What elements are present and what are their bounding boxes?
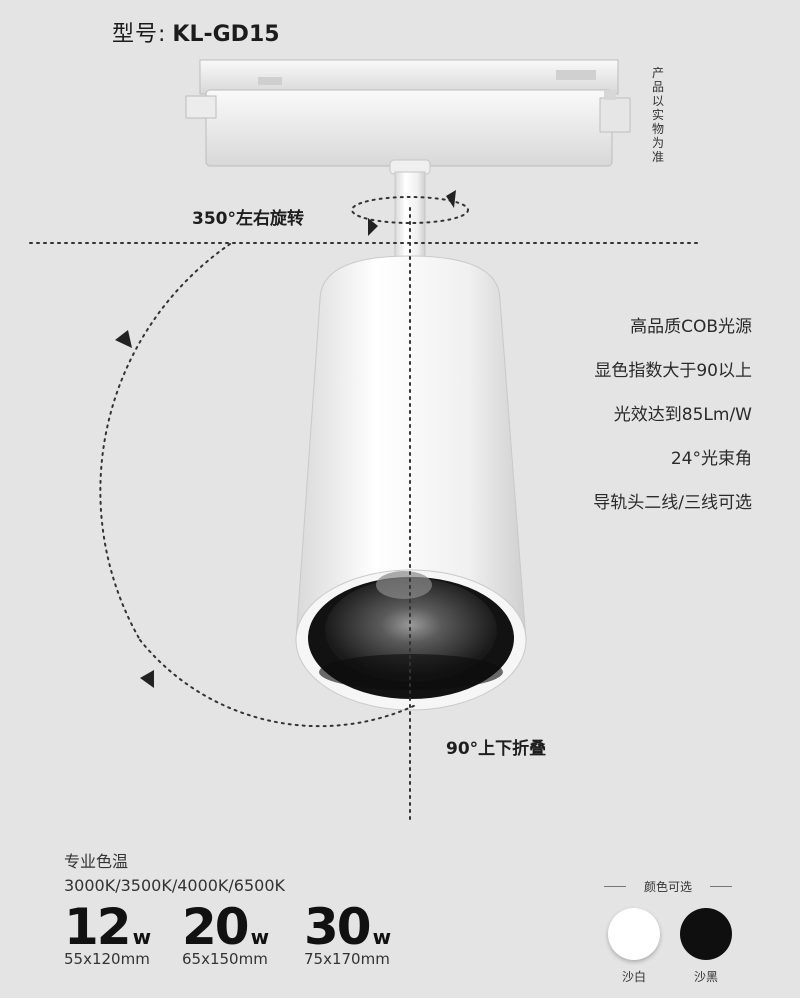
finish-title: 颜色可选 (604, 878, 732, 895)
rotation-callout: 350°左右旋转 (192, 209, 304, 229)
feature-list: 高品质COB光源 显色指数大于90以上 光效达到85Lm/W 24°光束角 导轨… (593, 312, 752, 532)
power-size: 55x120mm (64, 950, 150, 968)
finish-swatch-white (608, 908, 660, 960)
power-watts: 12 (64, 898, 132, 956)
power-unit: w (250, 925, 270, 949)
guide-lines (29, 196, 701, 821)
power-watts: 20 (182, 898, 250, 956)
finish-label-black: 沙黑 (693, 970, 718, 984)
power-unit: w (372, 925, 392, 949)
finish-swatch-black (680, 908, 732, 960)
power-size: 65x150mm (182, 950, 268, 968)
color-temperature-values: 3000K/3500K/4000K/6500K (64, 876, 286, 895)
feature-item: 显色指数大于90以上 (594, 361, 752, 381)
feature-item: 光效达到85Lm/W (613, 405, 752, 425)
fold-callout: 90°上下折叠 (446, 739, 547, 759)
rotation-arrows (115, 190, 456, 688)
feature-item: 高品质COB光源 (630, 317, 752, 337)
model-title: 型号:KL-GD15 (112, 16, 280, 48)
model-label: 型号: (112, 22, 167, 47)
power-size: 75x170mm (304, 950, 390, 968)
color-temperature-title: 专业色温 (64, 852, 129, 871)
model-number: KL-GD15 (172, 22, 280, 47)
track-adapter (185, 59, 631, 167)
product-note: 产品以实物为准 (652, 66, 665, 164)
power-watts: 30 (304, 898, 372, 956)
feature-item: 导轨头二线/三线可选 (593, 493, 752, 513)
feature-item: 24°光束角 (670, 449, 752, 469)
finish-label-white: 沙白 (621, 970, 646, 984)
power-unit: w (132, 925, 152, 949)
